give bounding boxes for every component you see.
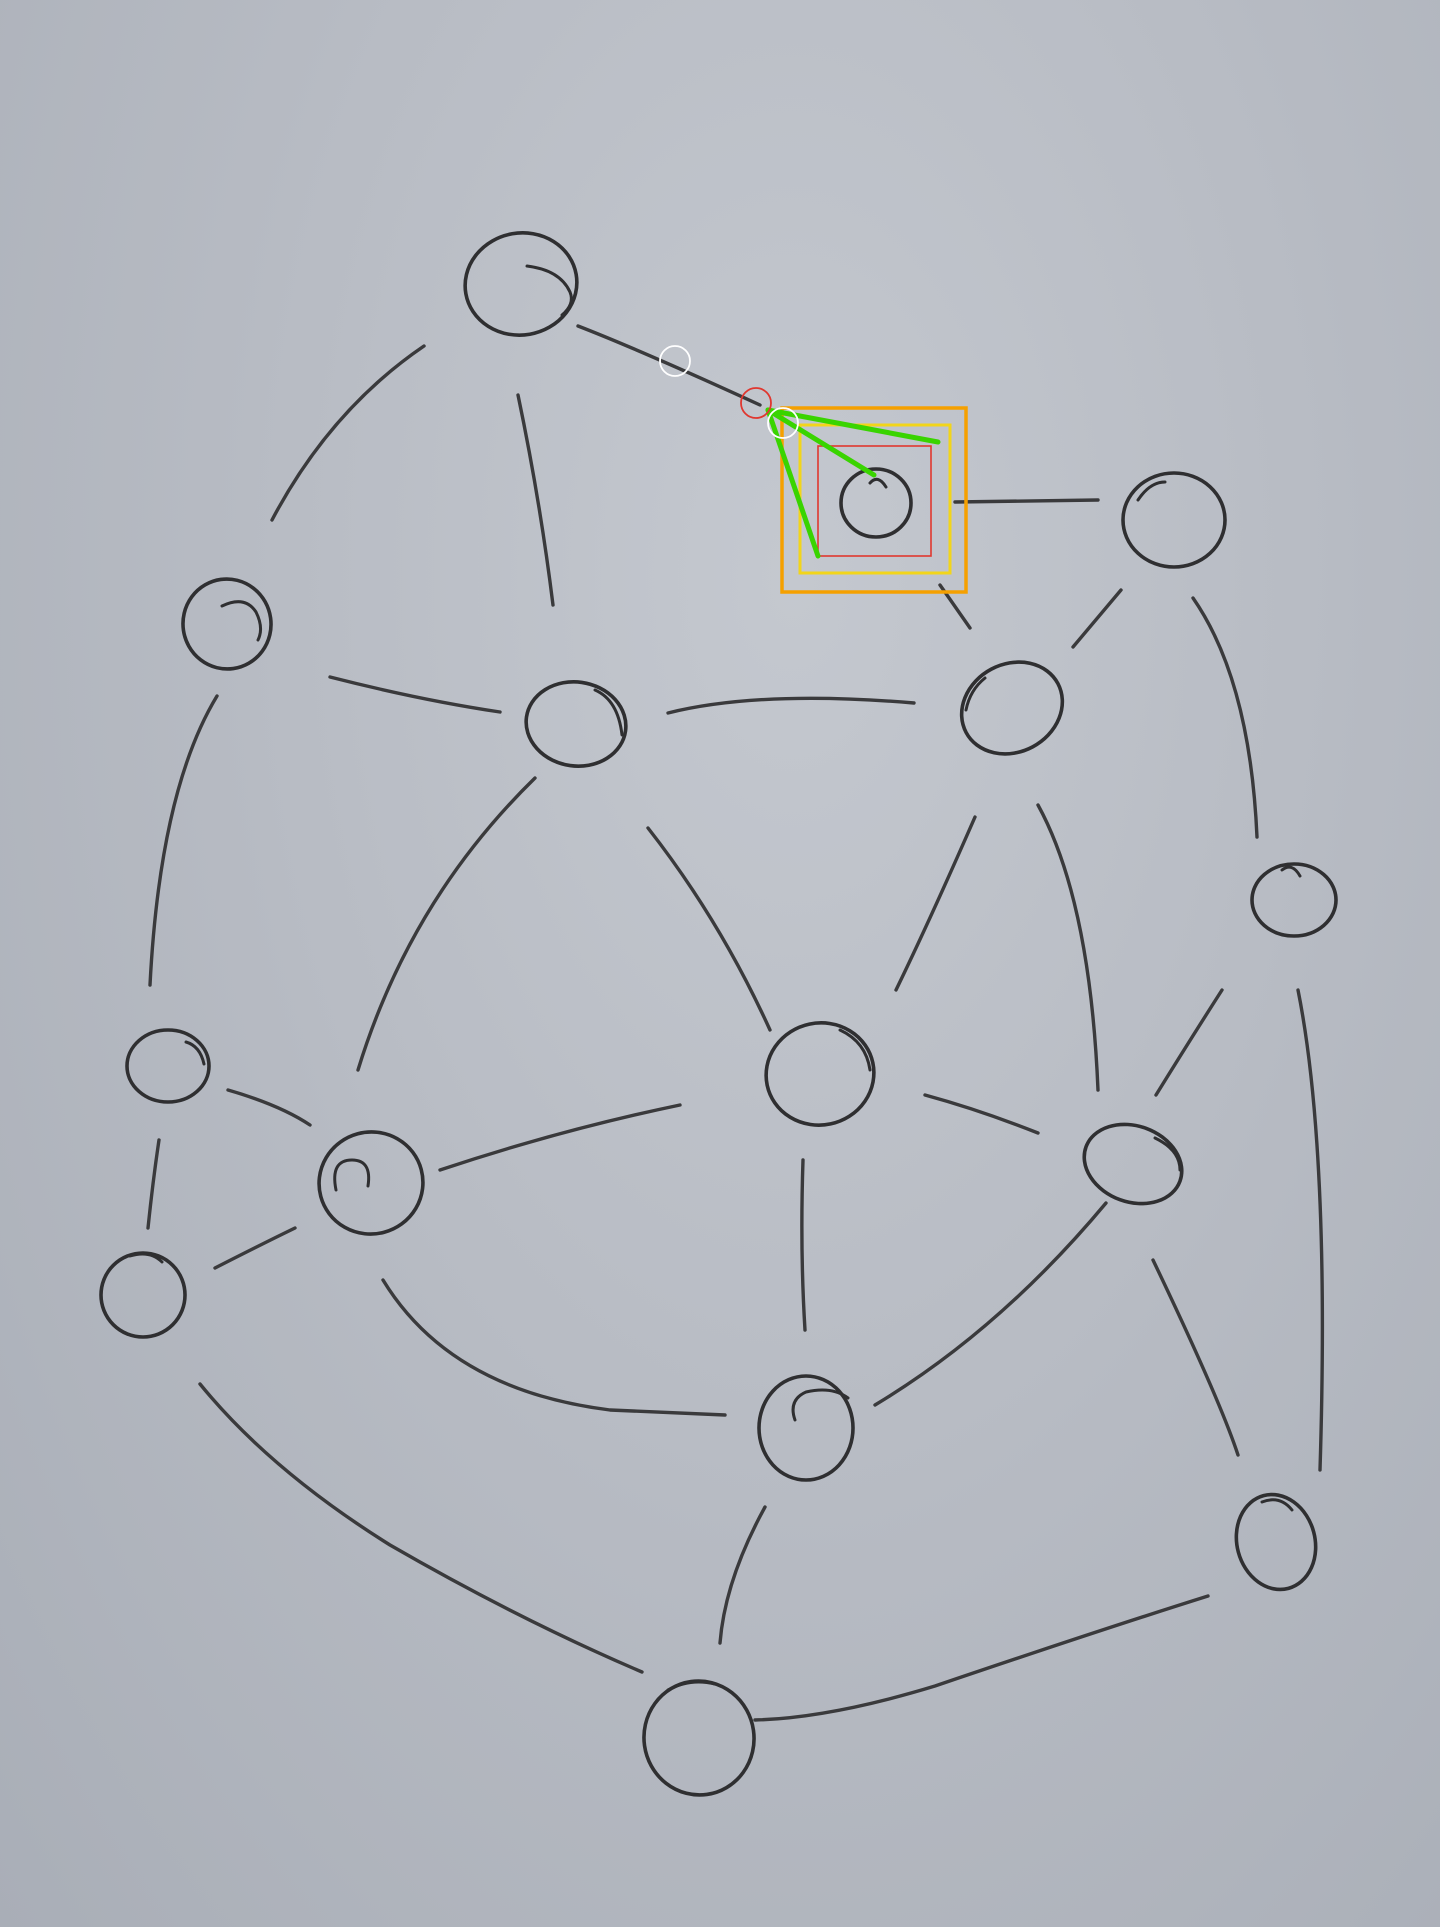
edge bbox=[198, 1382, 644, 1674]
edge bbox=[718, 1505, 767, 1645]
edge bbox=[753, 1594, 1210, 1722]
graph-node bbox=[1234, 1492, 1318, 1592]
outer-bounding-box bbox=[780, 406, 968, 594]
annotation-overlay bbox=[659, 345, 968, 594]
edge bbox=[1191, 596, 1259, 839]
graph-node bbox=[642, 1679, 756, 1797]
edge bbox=[1296, 988, 1325, 1472]
edge bbox=[270, 344, 426, 522]
edge bbox=[666, 696, 916, 715]
edge bbox=[381, 1278, 727, 1417]
graph-node bbox=[317, 1130, 425, 1236]
edge bbox=[953, 498, 1100, 504]
edge bbox=[646, 826, 772, 1032]
graph-node bbox=[99, 1251, 187, 1339]
edge bbox=[800, 1158, 807, 1332]
graph-node bbox=[524, 680, 628, 768]
graph-node bbox=[757, 1374, 855, 1482]
inner-bounding-box bbox=[798, 423, 952, 575]
red-bounding-box bbox=[817, 445, 932, 557]
edge bbox=[213, 1226, 297, 1270]
graph-node bbox=[125, 1028, 211, 1104]
edge bbox=[894, 815, 977, 992]
graph-nodes bbox=[99, 231, 1338, 1797]
edge bbox=[226, 1088, 312, 1127]
graph-node bbox=[959, 660, 1065, 756]
graph-node bbox=[1082, 1122, 1184, 1206]
edge bbox=[328, 675, 502, 714]
edge bbox=[1071, 588, 1123, 649]
graph-node bbox=[463, 231, 579, 337]
edge bbox=[1036, 803, 1100, 1092]
edge bbox=[438, 1103, 682, 1172]
edge bbox=[923, 1093, 1040, 1135]
edge bbox=[516, 393, 555, 607]
graph-node bbox=[181, 577, 273, 671]
marker-circle-white bbox=[767, 407, 799, 439]
graph-node bbox=[1250, 862, 1338, 938]
edge bbox=[1151, 1258, 1240, 1457]
green-vector-lines bbox=[765, 407, 941, 559]
edge bbox=[146, 1138, 161, 1230]
marker-circle-red bbox=[740, 387, 772, 419]
edge bbox=[148, 694, 219, 987]
graph-node bbox=[1121, 471, 1227, 569]
graph-node-highlighted bbox=[839, 467, 913, 539]
graph-node bbox=[764, 1021, 876, 1127]
edge bbox=[576, 324, 762, 407]
marker-circle-white bbox=[659, 345, 691, 377]
edge bbox=[356, 776, 537, 1072]
graph-edges bbox=[146, 324, 1325, 1722]
edge bbox=[1154, 988, 1224, 1097]
edge bbox=[873, 1201, 1108, 1407]
